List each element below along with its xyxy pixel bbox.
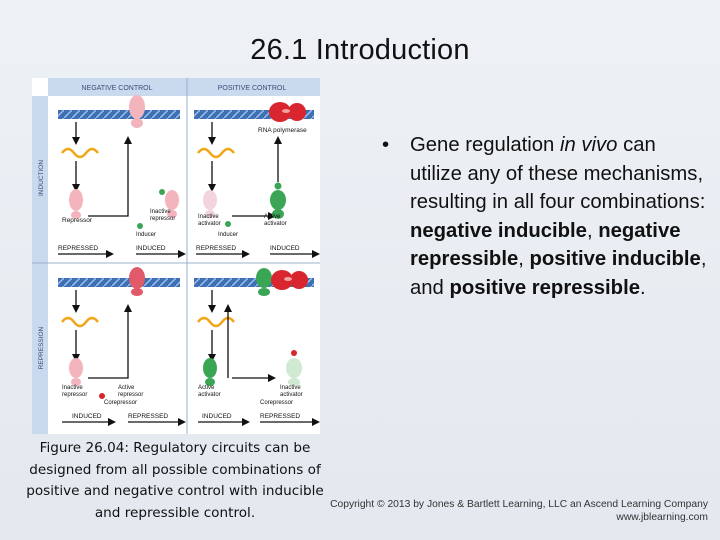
bullet-sep2: , bbox=[518, 248, 530, 271]
label-inactive-repressor-b2: repressor bbox=[62, 392, 87, 398]
slide-title: 26.1 Introduction bbox=[250, 34, 470, 66]
bullet-bold-negative-repressible: negative repressible bbox=[410, 219, 681, 271]
label-corepressor-2: Corepressor bbox=[260, 400, 293, 406]
active-activator-bound-icon bbox=[256, 268, 272, 296]
bullet-bold-negative-inducible: negative inducible bbox=[410, 219, 587, 242]
label-active-activator-b1: Active bbox=[198, 385, 215, 391]
inactive-repressor-icon bbox=[69, 358, 83, 386]
inducer-icon bbox=[137, 223, 143, 229]
label-inactive-activator-b1: Inactive bbox=[280, 385, 301, 391]
bullet-end: . bbox=[640, 276, 646, 299]
bullet-bold-positive-repressible: positive repressible bbox=[449, 276, 640, 299]
copyright-url: www.jblearning.com bbox=[616, 512, 708, 523]
mrna-icon bbox=[61, 147, 99, 159]
state-top-pos-left: REPRESSED bbox=[196, 245, 236, 252]
active-activator-icon bbox=[270, 182, 286, 219]
active-repressor-bound-icon bbox=[129, 267, 145, 296]
bullet-italic-in-vivo: in vivo bbox=[559, 134, 618, 156]
label-active-repressor-1: Active bbox=[118, 385, 135, 391]
repressor-protein-icon bbox=[69, 189, 83, 219]
state-top-pos-right: INDUCED bbox=[270, 245, 300, 252]
bullet-sep1: , bbox=[586, 219, 599, 242]
bullet-bold-positive-inducible: positive inducible bbox=[529, 248, 701, 271]
label-corepressor: Corepressor bbox=[104, 400, 137, 406]
label-inactive-repressor-1: Inactive bbox=[150, 209, 171, 215]
bullet-text-part1: Gene regulation bbox=[410, 134, 560, 156]
panel-negative-repressible: Inactive repressor Active repressor Core… bbox=[58, 267, 186, 426]
copyright-line1: Copyright © 2013 by Jones & Bartlett Lea… bbox=[330, 499, 708, 510]
state-bot-neg-right: REPRESSED bbox=[128, 413, 168, 420]
label-repressor: Repressor bbox=[62, 217, 93, 224]
inactive-activator-icon bbox=[203, 190, 217, 218]
repressor-icon bbox=[129, 95, 145, 128]
header-negative-control: NEGATIVE CONTROL bbox=[81, 85, 152, 92]
label-active-activator-2: activator bbox=[264, 221, 287, 227]
label-inducer: Inducer bbox=[136, 232, 156, 238]
bullet-text-part2: can utilize any of these mechanisms, res… bbox=[410, 134, 706, 214]
corepressor-icon bbox=[99, 393, 105, 399]
label-inactive-activator-2: activator bbox=[198, 221, 221, 227]
label-inactive-activator-1: Inactive bbox=[198, 214, 219, 220]
panel-positive-inducible: RNA polymerase Inactive activator Induce… bbox=[194, 102, 320, 258]
mrna-icon bbox=[61, 316, 99, 328]
label-rna-polymerase: RNA polymerase bbox=[258, 127, 307, 134]
state-bot-pos-right: REPRESSED bbox=[260, 413, 300, 420]
row-label-induction: INDUCTION bbox=[38, 160, 45, 196]
label-inactive-activator-b2: activator bbox=[280, 392, 303, 398]
header-positive-control: POSITIVE CONTROL bbox=[218, 85, 287, 92]
inactive-activator-icon bbox=[286, 350, 302, 386]
rna-polymerase-icon bbox=[271, 270, 308, 290]
label-active-activator-1: Active bbox=[264, 214, 281, 220]
header-bar bbox=[48, 78, 320, 96]
copyright-notice: Copyright © 2013 by Jones & Bartlett Lea… bbox=[330, 498, 708, 524]
dna-strand bbox=[194, 278, 314, 287]
state-bot-neg-left: INDUCED bbox=[72, 413, 102, 420]
figure-diagram: NEGATIVE CONTROL POSITIVE CONTROL INDUCT… bbox=[32, 78, 320, 434]
regulatory-circuits-figure: NEGATIVE CONTROL POSITIVE CONTROL INDUCT… bbox=[32, 78, 320, 434]
mrna-icon bbox=[197, 147, 235, 159]
state-bot-pos-left: INDUCED bbox=[202, 413, 232, 420]
label-active-repressor-2: repressor bbox=[118, 392, 143, 398]
bullet-sep3: , and bbox=[410, 248, 707, 299]
bullet-dot: • bbox=[382, 134, 390, 156]
bullet-text: Gene regulation in vivo can utilize any … bbox=[410, 131, 712, 303]
label-inactive-repressor-2: repressor bbox=[150, 216, 175, 222]
figure-caption: Figure 26.04: Regulatory circuits can be… bbox=[26, 440, 324, 521]
label-inducer-2: Inducer bbox=[218, 232, 238, 238]
dna-strand bbox=[58, 110, 180, 119]
panel-negative-inducible: Repressor Inactive repressor Inducer REP… bbox=[58, 95, 186, 258]
rna-polymerase-icon bbox=[269, 102, 306, 122]
bullet-point: • Gene regulation in vivo can utilize an… bbox=[382, 131, 712, 303]
state-top-neg-right: INDUCED bbox=[136, 245, 166, 252]
active-activator-icon bbox=[203, 358, 217, 386]
inactive-repressor-icon bbox=[159, 189, 179, 218]
dna-strand bbox=[58, 278, 180, 287]
state-top-neg-left: REPRESSED bbox=[58, 245, 98, 252]
side-bar bbox=[32, 96, 48, 434]
label-inactive-repressor-b1: Inactive bbox=[62, 385, 83, 391]
label-active-activator-b2: activator bbox=[198, 392, 221, 398]
row-label-repression: REPRESSION bbox=[38, 326, 45, 369]
dna-strand bbox=[194, 110, 314, 119]
inducer-icon bbox=[225, 221, 231, 227]
panel-positive-repressible: Active activator Inactive activator Core… bbox=[194, 268, 320, 426]
